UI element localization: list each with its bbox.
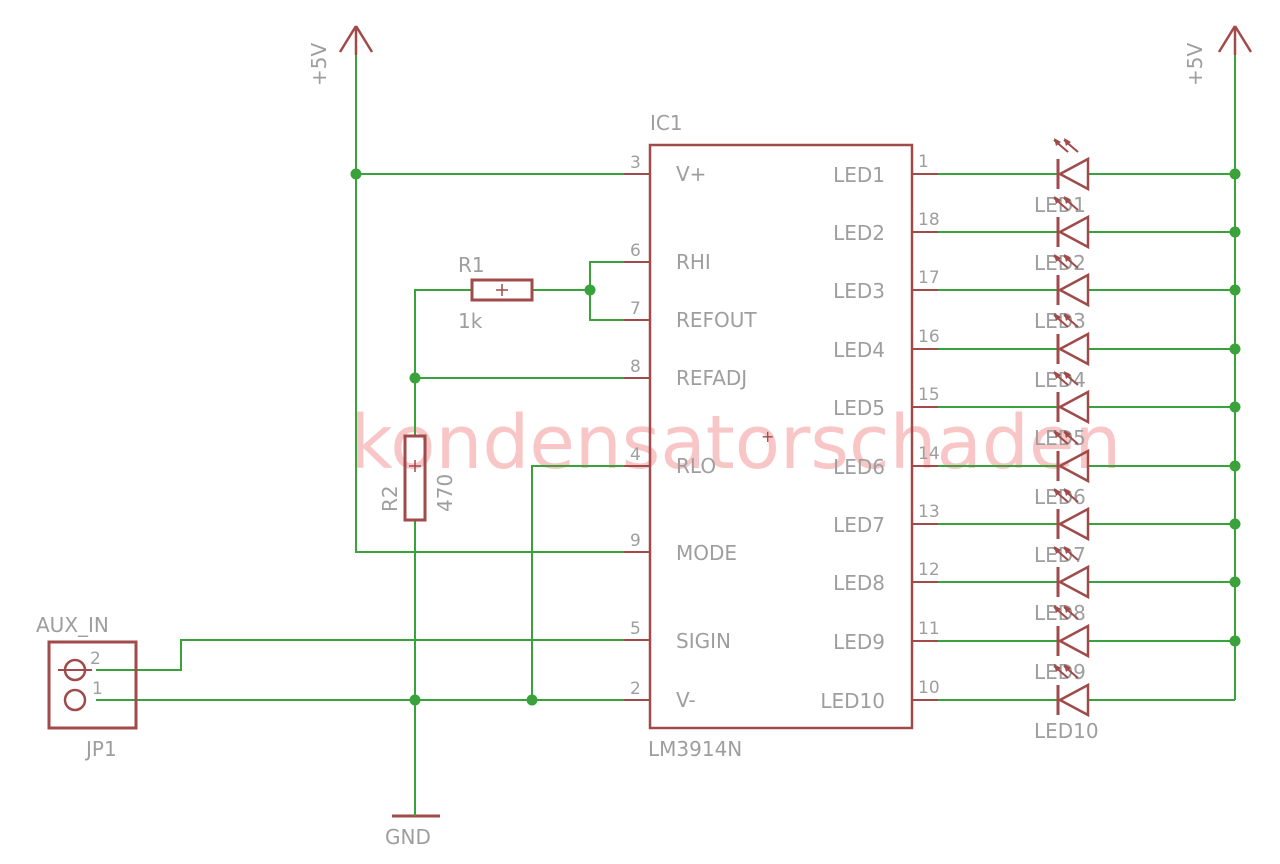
jp1-connector <box>47 640 138 730</box>
led-symbol <box>1053 546 1090 600</box>
pin-number: 15 <box>918 385 940 405</box>
led-label: LED2 <box>1034 251 1086 275</box>
r1-name: R1 <box>458 253 485 277</box>
pin-name: RHI <box>676 250 711 274</box>
pin-number: 14 <box>918 444 940 464</box>
ic1-right-pins <box>912 173 938 701</box>
jp1-pin-number: 1 <box>92 679 103 699</box>
pin-number: 7 <box>630 299 641 319</box>
pin-name: LED4 <box>833 338 885 362</box>
jp1-name: JP1 <box>84 737 117 761</box>
junction <box>584 284 596 296</box>
pin-name: MODE <box>676 541 737 565</box>
led-label: LED4 <box>1034 368 1086 392</box>
pin-number: 4 <box>630 445 641 465</box>
ic1-body: + <box>648 143 914 730</box>
jp1-label: AUX_IN <box>36 613 109 637</box>
junction <box>1229 284 1241 296</box>
pin-number: 11 <box>918 619 940 639</box>
pin-name: LED8 <box>833 571 885 595</box>
ic1-name: IC1 <box>650 111 683 135</box>
led-symbol <box>1053 488 1090 542</box>
wires <box>96 55 1236 816</box>
pin-name: REFOUT <box>676 308 757 332</box>
led-symbol <box>1053 254 1090 308</box>
pin-name: REFADJ <box>676 366 747 390</box>
led-symbol <box>1053 138 1090 192</box>
junction <box>409 694 421 706</box>
led-label: LED7 <box>1034 543 1086 567</box>
pin-number: 3 <box>630 153 641 173</box>
junction <box>1229 460 1241 472</box>
pin-name: LED9 <box>833 630 885 654</box>
vcc-left-symbol <box>338 25 374 55</box>
pin-number: 5 <box>630 619 641 639</box>
pin-name: V+ <box>676 162 706 186</box>
pin-number: 13 <box>918 502 940 522</box>
r2-resistor <box>403 434 427 522</box>
ic1-value: LM3914N <box>648 737 742 761</box>
pin-number: 9 <box>630 531 641 551</box>
pin-name: LED10 <box>820 689 885 713</box>
junction <box>526 694 538 706</box>
led-symbol <box>1053 313 1090 367</box>
led-label: LED10 <box>1034 719 1099 743</box>
led-symbol <box>1053 371 1090 425</box>
junction <box>1229 576 1241 588</box>
r1-resistor <box>470 278 534 302</box>
pin-name: LED2 <box>833 221 885 245</box>
led-label: LED6 <box>1034 485 1086 509</box>
pin-number: 10 <box>918 678 940 698</box>
pin-number: 12 <box>918 560 940 580</box>
pin-number: 2 <box>630 679 641 699</box>
led-array: LED1LED2LED3LED4LED5LED6LED7LED8LED9LED1… <box>1034 138 1099 743</box>
pin-number: 17 <box>918 268 940 288</box>
junction <box>350 168 362 180</box>
r2-value: 470 <box>433 474 457 512</box>
led-symbol <box>1053 196 1090 250</box>
led-label: LED1 <box>1034 193 1086 217</box>
pin-number: 16 <box>918 327 940 347</box>
led-symbol <box>1053 430 1090 484</box>
vcc-right-symbol <box>1217 25 1253 55</box>
pin-number: 1 <box>918 152 929 172</box>
pin-name: LED7 <box>833 513 885 537</box>
pin-name: SIGIN <box>676 629 731 653</box>
pin-name: LED5 <box>833 396 885 420</box>
vcc-right-label: +5V <box>1183 43 1207 86</box>
led-symbol <box>1053 664 1090 718</box>
gnd-label: GND <box>385 825 431 849</box>
r2-name: R2 <box>378 485 402 512</box>
r1-value: 1k <box>458 309 483 333</box>
pin-name: LED3 <box>833 279 885 303</box>
pin-number: 6 <box>630 241 641 261</box>
pin-number: 18 <box>918 210 940 230</box>
junction <box>409 372 421 384</box>
junction <box>1229 518 1241 530</box>
junctions <box>350 168 1241 706</box>
svg-text:+: + <box>761 427 774 446</box>
led-symbol <box>1053 605 1090 659</box>
ic1-left-pins <box>624 173 650 701</box>
pin-number: 8 <box>630 357 641 377</box>
pin-name: LED6 <box>833 455 885 479</box>
junction <box>1229 168 1241 180</box>
junction <box>1229 401 1241 413</box>
watermark: kondensatorschaden <box>350 400 1121 486</box>
pin-name: RLO <box>676 454 716 478</box>
jp1-pin-number: 2 <box>90 649 101 669</box>
pin-name: V- <box>676 688 696 712</box>
junction <box>1229 343 1241 355</box>
vcc-left-label: +5V <box>307 43 331 86</box>
junction <box>1229 635 1241 647</box>
junction <box>1229 226 1241 238</box>
pin-name: LED1 <box>833 163 885 187</box>
